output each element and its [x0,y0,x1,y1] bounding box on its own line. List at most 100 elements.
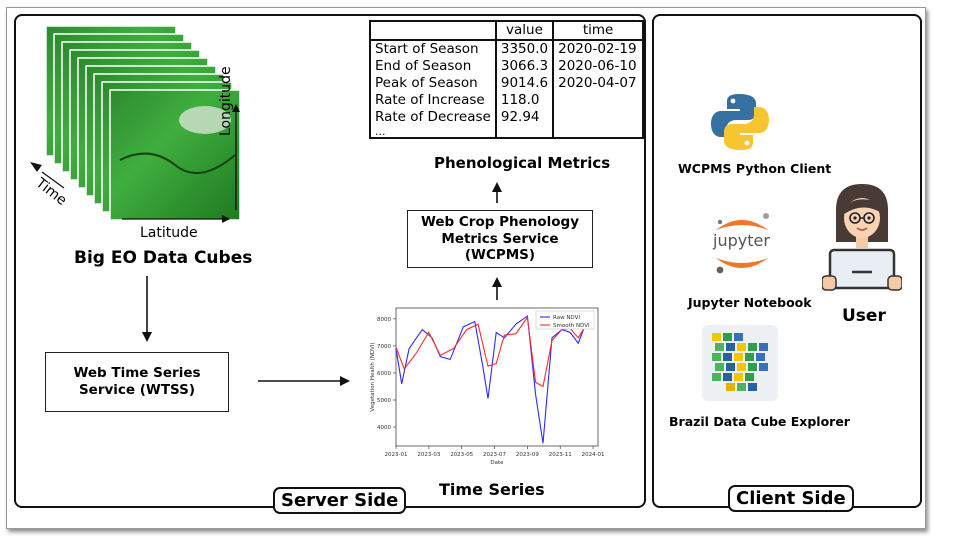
x-tick-label: 2023-01 [385,452,408,458]
table-row: End of Season 3066.3 2020-06-10 [370,58,643,75]
data-cube-cell [745,373,754,381]
brazil-data-cube-icon [702,325,778,401]
phenological-metrics-table: value time Start of Season 3350.0 2020-0… [369,20,645,139]
table-header-row: value time [370,21,644,41]
table-row: Rate of Increase 118.0 [370,92,643,109]
series-line [395,316,587,388]
metric-value: 9014.6 [495,75,555,92]
table-row: Rate of Decrease 92.94 [370,109,643,126]
wtss-box-text: Web Time Series Service (WTSS) [73,365,201,398]
x-tick-label: 2024-01 [582,452,605,458]
client-side-label: Client Side [728,485,854,512]
x-tick-label: 2023-03 [417,452,440,458]
jupyter-wordmark: jupyter [713,231,770,250]
legend-box [535,310,595,330]
time-series-chart: 4000 5000 6000 7000 8000 2023-01 2023-03 2023-0… [370,307,605,466]
data-cubes-title: Big EO Data Cubes [74,248,253,268]
data-cube-cell [723,353,732,361]
legend-entry: Smooth NDVI [553,323,590,329]
metric-value: 118.0 [495,92,555,109]
axis-latitude-label: Latitude [140,225,198,241]
metric-name: End of Season [370,58,497,75]
jupyter-notebook-label: Jupyter Notebook [688,295,812,310]
x-tick-label: 2023-11 [549,452,572,458]
axis-longitude-label: Longitude [218,66,234,136]
y-tick-label: 4000 [377,425,391,431]
metric-time [553,126,643,138]
user-avatar-icon [822,184,902,291]
wcpms-box-text: Web Crop Phenology Metrics Service (WCPM… [420,213,580,264]
wtss-box: Web Time Series Service (WTSS) [45,352,229,412]
jupyter-logo-icon [716,213,769,274]
metric-value [495,126,555,138]
table-header-cell: value [495,21,555,41]
table-row: Peak of Season 9014.6 2020-04-07 [370,75,643,92]
metric-time: 2020-02-19 [558,41,637,57]
bdc-explorer-label: Brazil Data Cube Explorer [669,414,850,429]
data-cube-cell [723,373,732,381]
data-cube-cell [712,333,721,341]
x-axis-label: Date [490,460,504,466]
metric-value: 92.94 [495,109,555,126]
arrow-wtss-to-timeseries [258,376,350,386]
table-header-cell [370,21,497,41]
data-cube-cell [726,343,735,351]
phenological-metrics-title: Phenological Metrics [434,154,611,172]
data-cube-cell [723,333,732,341]
y-axis-label: Vegetation Health (NDVI) [370,342,376,411]
arrow-cubes-to-wtss [142,276,152,342]
server-side-label: Server Side [273,487,407,514]
data-cube-cell [759,363,768,371]
time-series-title: Time Series [439,480,545,499]
data-cube-cell [712,353,721,361]
data-cube-cell [715,363,724,371]
metric-name: Rate of Decrease [370,109,497,126]
y-tick-label: 8000 [377,317,391,323]
data-cube-layer [109,89,241,221]
data-cube-cell [726,383,735,391]
data-cube-cell [737,383,746,391]
data-cube-cell [715,343,724,351]
data-cube-cell [745,353,754,361]
data-cube-cell [759,343,768,351]
table-row: Start of Season 3350.0 2020-02-19 [370,40,643,58]
metric-time: 2020-04-07 [558,75,637,91]
data-cube-cell [712,373,721,381]
metric-time: 2020-06-10 [558,58,637,74]
data-cube-cell [734,333,743,341]
chart-legend: Raw NDVI Smooth NDVI [535,310,595,330]
x-tick-label: 2023-05 [450,452,473,458]
metric-name: Start of Season [370,40,497,58]
python-client-label: WCPMS Python Client [678,161,832,176]
data-cube-cell [734,353,743,361]
metric-value: 3066.3 [495,58,555,75]
data-cube-cell [748,363,757,371]
arrow-timeseries-to-wcpms [492,277,502,300]
metric-value: 3350.0 [495,40,555,58]
data-cube-stack-image [30,25,241,223]
y-tick-label: 5000 [377,398,391,404]
metric-name: Peak of Season [370,75,497,92]
data-cube-cell [748,343,757,351]
metric-time [553,92,643,109]
data-cube-cell [737,343,746,351]
python-logo-icon [711,94,769,150]
metric-time [553,109,643,126]
data-cube-cell [737,363,746,371]
y-tick-label: 6000 [377,371,391,377]
data-cube-cell [756,353,765,361]
wcpms-box: Web Crop Phenology Metrics Service (WCPM… [407,210,593,268]
data-cube-cell [734,373,743,381]
y-tick-label: 7000 [377,344,391,350]
table-row: ... [370,126,643,138]
table-header-cell: time [553,21,644,41]
legend-entry: Raw NDVI [553,315,580,321]
data-cube-cell [748,383,757,391]
x-tick-label: 2023-07 [483,452,506,458]
metric-name: ... [370,126,497,138]
user-label: User [842,306,886,326]
x-tick-label: 2023-09 [516,452,539,458]
series-line [395,315,588,444]
arrow-wcpms-to-metrics [492,182,502,203]
data-cube-cell [726,363,735,371]
